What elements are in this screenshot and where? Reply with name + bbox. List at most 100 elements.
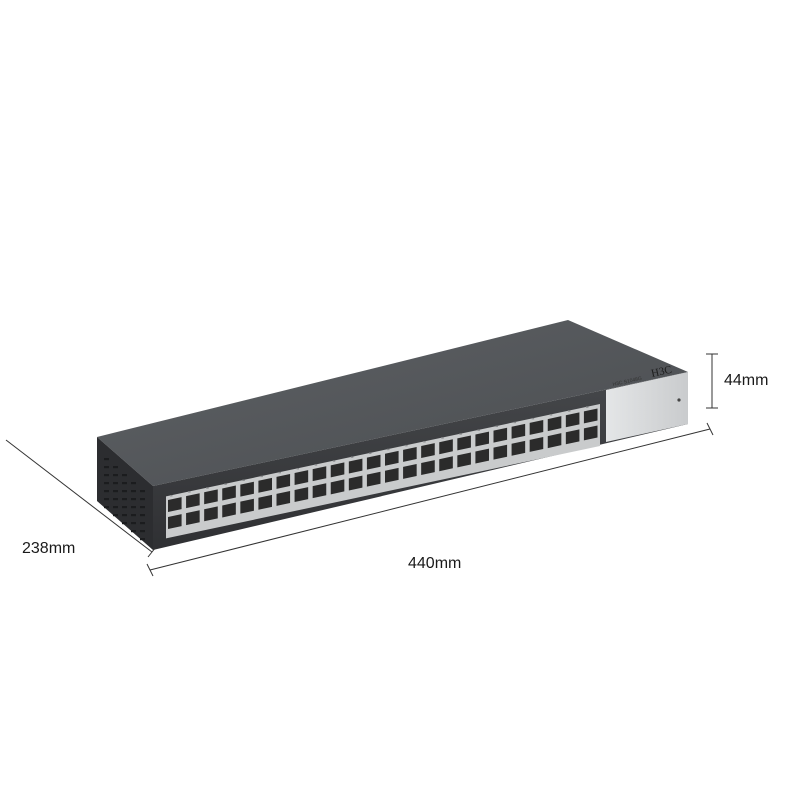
ethernet-port-2	[168, 514, 182, 529]
port-led	[585, 406, 589, 408]
ethernet-port-21	[348, 458, 363, 474]
port-led	[260, 475, 263, 478]
vent-slot	[122, 482, 127, 485]
ethernet-port-9	[240, 481, 254, 497]
vent-slot	[140, 530, 145, 533]
ethernet-port-32	[439, 456, 453, 472]
port-led	[296, 468, 300, 470]
port-led	[459, 433, 462, 435]
ethernet-port-30	[421, 460, 435, 476]
ethernet-port-36	[475, 448, 489, 464]
port-led	[495, 425, 498, 428]
vent-slot	[104, 490, 109, 493]
vent-slot	[113, 482, 118, 485]
chassis-side	[97, 437, 153, 550]
port-led	[242, 479, 245, 481]
ethernet-port-8	[222, 502, 236, 518]
port-led	[567, 410, 571, 412]
ethernet-port-29	[421, 443, 435, 459]
power-led	[677, 398, 681, 402]
ethernet-port-26	[385, 467, 399, 483]
ethernet-port-5	[204, 489, 218, 505]
port-led	[387, 448, 390, 451]
ethernet-port-43	[547, 416, 562, 432]
chassis-top	[97, 320, 688, 486]
ethernet-port-40	[511, 440, 526, 456]
ethernet-port-1	[168, 497, 182, 512]
ethernet-port-13	[276, 473, 291, 489]
vent-slot	[140, 490, 145, 493]
ethernet-port-28	[403, 464, 417, 479]
ethernet-port-18	[312, 483, 327, 499]
ethernet-port-25	[385, 450, 399, 466]
ethernet-port-15	[294, 470, 309, 486]
vent-slot	[104, 506, 109, 509]
vent-slot	[122, 498, 127, 501]
ethernet-port-45	[565, 412, 580, 428]
vent-slot	[113, 466, 118, 469]
vent-slot	[104, 498, 109, 501]
vent-slot	[122, 490, 127, 493]
port-led	[549, 414, 553, 416]
vent-slot	[131, 506, 136, 509]
ethernet-port-23	[366, 454, 381, 470]
depth-label: 238mm	[22, 540, 76, 557]
port-led	[314, 464, 318, 466]
port-led	[477, 429, 480, 431]
ethernet-port-22	[348, 475, 363, 491]
vent-slot	[122, 522, 127, 525]
vent-slot	[131, 490, 136, 493]
brand-logo: H3C	[650, 364, 673, 380]
vent-slot	[104, 466, 109, 469]
vent-slot	[140, 498, 145, 501]
ethernet-port-7	[222, 485, 236, 501]
ethernet-port-31	[439, 439, 453, 455]
width-label: 440mm	[408, 555, 462, 572]
height-label: 44mm	[724, 372, 769, 389]
ethernet-port-46	[565, 429, 580, 445]
ethernet-port-44	[547, 433, 562, 449]
port-led	[170, 495, 173, 497]
ethernet-port-35	[475, 431, 489, 447]
vent-slot	[113, 506, 118, 509]
port-led	[368, 452, 372, 455]
port-led	[513, 421, 517, 424]
depth-dimension-line	[5, 439, 153, 553]
dimension-lines	[5, 353, 718, 577]
ethernet-port-20	[330, 479, 345, 495]
label-panel	[606, 372, 688, 442]
ethernet-port-16	[294, 487, 309, 503]
vent-slot	[140, 514, 145, 517]
ethernet-port-14	[276, 490, 291, 506]
ethernet-port-6	[204, 506, 218, 522]
vent-slot	[131, 498, 136, 501]
ethernet-port-4	[186, 510, 200, 526]
vent-slot	[113, 474, 118, 477]
vent-slot	[104, 482, 109, 485]
vent-slot	[131, 530, 136, 533]
ethernet-port-27	[403, 447, 417, 462]
ethernet-port-33	[457, 435, 471, 451]
vent-slot	[140, 506, 145, 509]
ethernet-port-11	[258, 477, 272, 493]
vent-slot	[104, 474, 109, 477]
port-led	[423, 441, 426, 443]
vent-slot	[131, 522, 136, 525]
port-led	[531, 417, 535, 420]
port-led	[188, 491, 191, 493]
vent-slot	[140, 522, 145, 525]
vent-slot	[104, 458, 109, 461]
ethernet-port-19	[330, 462, 345, 478]
ethernet-port-41	[529, 420, 544, 435]
port-led	[441, 437, 444, 439]
port-led	[405, 444, 408, 447]
ethernet-port-3	[186, 493, 200, 509]
vent-slot	[113, 490, 118, 493]
port-led	[350, 456, 354, 458]
port-led	[278, 471, 281, 474]
vent-slot	[122, 474, 127, 477]
side-vents	[104, 458, 145, 541]
ethernet-port-42	[529, 437, 544, 452]
ethernet-port-10	[240, 498, 254, 514]
